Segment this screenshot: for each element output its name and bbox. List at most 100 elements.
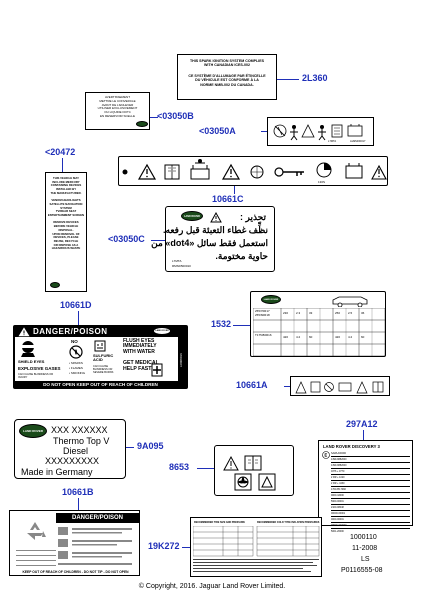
land-rover-logo: LAND ROVER	[19, 424, 47, 438]
svg-text:4.2: 4.2	[348, 335, 353, 339]
label-9a095-line1: XXX XXXXXX	[51, 425, 108, 435]
no-flame-icon	[69, 345, 83, 359]
label-10661b: DANGER/POISON KEEP OUT OF REACH OF CHILD…	[9, 510, 140, 576]
doc-ref-1: 1000110	[350, 534, 377, 541]
label-20472-line13: BEFORE VEHICLE	[53, 224, 79, 229]
label-2l360-line1: THIS SPARK IGNITION SYSTEM COMPLIES	[189, 59, 264, 63]
label-10661d-explosive: EXPLOSIVE GASES	[18, 366, 61, 371]
vin-row-11: 0000-00001	[331, 517, 410, 523]
svg-text:420: 420	[283, 335, 288, 339]
vin-row-12: WR00-000000	[331, 523, 410, 529]
svg-text:255/70R17: 255/70R17	[255, 309, 270, 313]
label-9a095-line3: Diesel	[63, 446, 89, 456]
copyright-notice: © Copyright, 2016. Jaguar Land Rover Lim…	[138, 583, 286, 590]
label-03050b: AVERTISSEMENT METTRE LE CONVERCLE AVANT …	[85, 92, 150, 130]
callout-2l360[interactable]: 2L360	[302, 73, 328, 83]
recycle-icon	[27, 522, 46, 540]
label-297a12: LAND ROVER DISCOVERY 3 SAWLA00000 1399-9…	[318, 440, 413, 533]
leader-03050c	[151, 240, 165, 241]
vin-row-1: 1399-9882000	[331, 457, 410, 463]
battery-warning-pictograms-icon	[122, 159, 387, 180]
label-10661c-code: 130S	[318, 180, 326, 184]
label-20472-line9: TV/REAR SEAT	[55, 209, 77, 214]
land-rover-logo-small: LAND ROVER	[261, 295, 281, 304]
land-rover-logo-icon	[136, 121, 148, 127]
svg-text:36: 36	[361, 311, 365, 315]
vin-row-4: 2 RR + 1020	[331, 475, 410, 481]
fan-warning-pictograms-icon	[223, 455, 276, 491]
label-10661d-header: DANGER/POISON	[33, 327, 108, 336]
label-03050b-line5: EN RESERVOIR SCELLE	[100, 113, 135, 118]
callout-10661c[interactable]: 10661C	[212, 194, 244, 204]
label-20472: THIS VEHICLE MAY INCLUDE MERCURY CONTAIN…	[45, 172, 87, 292]
label-9a095-line4: XXXXXXXXX	[45, 456, 100, 466]
label-20472-line1: INCLUDE MERCURY	[52, 179, 80, 184]
label-20472-line18: OR DISPOSE AS A	[53, 242, 79, 247]
leader-19k272	[182, 547, 190, 548]
callout-10661d[interactable]: 10661D	[60, 300, 92, 310]
label-03050c-code: L7MTA	[172, 259, 182, 263]
label-03050b-line3: UTILISER EXCLUSIVEMENT	[97, 106, 138, 111]
label-10661d-flush: FLUSH EYES IMMEDIATELY WITH WATER	[123, 338, 157, 355]
eye-shield-face-icon	[21, 341, 35, 357]
vin-row-9: 2100-08048	[331, 505, 410, 511]
svg-text:255/60R18: 255/60R18	[255, 313, 270, 317]
label-19k272: RECOMMENDED TIRE SIZE AND PRESSURE RECOM…	[190, 517, 322, 577]
leader-10661a	[284, 386, 290, 387]
label-20472-line4: THE MANUFACTURER.	[50, 190, 82, 195]
label-10661d-sparks: • SPARKS	[69, 361, 83, 365]
certification-e-mark-icon	[322, 451, 330, 459]
svg-text:60: 60	[361, 335, 365, 339]
leader-20472	[62, 158, 63, 172]
label-2l360-line4: DU VÉHICULE EST CONFORME À LA	[195, 78, 259, 83]
callout-03050c[interactable]: <03050C	[108, 234, 145, 244]
svg-text:T175/80R16: T175/80R16	[255, 333, 272, 337]
leader-297a12	[363, 430, 364, 440]
label-03050b-line1: METTRE LE CONVERCLE	[99, 98, 136, 103]
battery-hazard-pictograms-icon	[58, 527, 132, 565]
label-20472-line8: SYSTEM	[60, 205, 72, 210]
callout-20472[interactable]: <20472	[45, 147, 76, 157]
svg-text:420: 420	[335, 335, 340, 339]
label-20472-line12: REMOVE DEVICES	[53, 220, 79, 225]
label-20472-line16: DEVICES, PLEASE	[53, 235, 79, 240]
leader-10661c	[234, 186, 235, 194]
label-8653	[214, 445, 294, 496]
leader-8653	[197, 468, 214, 469]
callout-9a095[interactable]: 9A095	[137, 441, 164, 451]
label-10661d-shield: SHIELD EYES	[18, 359, 45, 364]
label-20472-line3: INSTALLED BY	[55, 187, 77, 192]
vin-row-13: 5001-20000	[331, 530, 344, 533]
callout-19k272[interactable]: 19K272	[148, 541, 180, 551]
label-2l360-line3: CE SYSTÈME D'ALLUMAGE PAR ÉTINCELLE	[188, 73, 266, 78]
callout-10661b[interactable]: 10661B	[62, 487, 94, 497]
label-20472-line0: THIS VEHICLE MAY	[52, 176, 79, 180]
vin-row-7: 0000-42000	[331, 493, 410, 499]
vin-row-0: SAWLA00000	[331, 451, 410, 457]
leader-03050b	[150, 117, 158, 118]
first-aid-icon	[151, 363, 163, 377]
vin-row-5: 2 RR + 4430	[331, 481, 410, 487]
svg-text:250: 250	[335, 311, 340, 315]
warning-triangle-icon	[210, 212, 222, 223]
svg-text:2.3: 2.3	[296, 311, 301, 315]
label-20472-line17: REUSE, RECYCLE	[53, 238, 79, 243]
land-rover-logo-icon	[50, 282, 60, 288]
label-10661c: 130S	[118, 156, 388, 186]
label-10661d-side: LR008016	[179, 353, 183, 367]
svg-text:60: 60	[309, 335, 313, 339]
callout-8653[interactable]: 8653	[169, 462, 190, 472]
callout-10661a[interactable]: 10661A	[236, 380, 268, 390]
callout-03050b[interactable]: <03050B	[157, 111, 194, 121]
leader-2l360	[277, 79, 299, 80]
callout-03050a[interactable]: <03050A	[199, 126, 236, 136]
label-03050c-line1: نظِّف غطاء التعبئة قبل رفعه.	[163, 225, 268, 235]
callout-297a12[interactable]: 297A12	[346, 419, 378, 429]
callout-1532[interactable]: 1532	[211, 319, 232, 329]
vin-row-3: 0376 + 0770	[331, 469, 410, 475]
label-20472-line2: CONTAINING DEVICES	[50, 183, 82, 188]
label-10661b-footer: KEEP OUT OF REACH OF CHILDREN - DO NOT T…	[22, 570, 129, 574]
label-20472-line15: UPON REMOVAL OF	[52, 231, 80, 236]
label-9a095-line2: Thermo Top V	[53, 436, 110, 446]
